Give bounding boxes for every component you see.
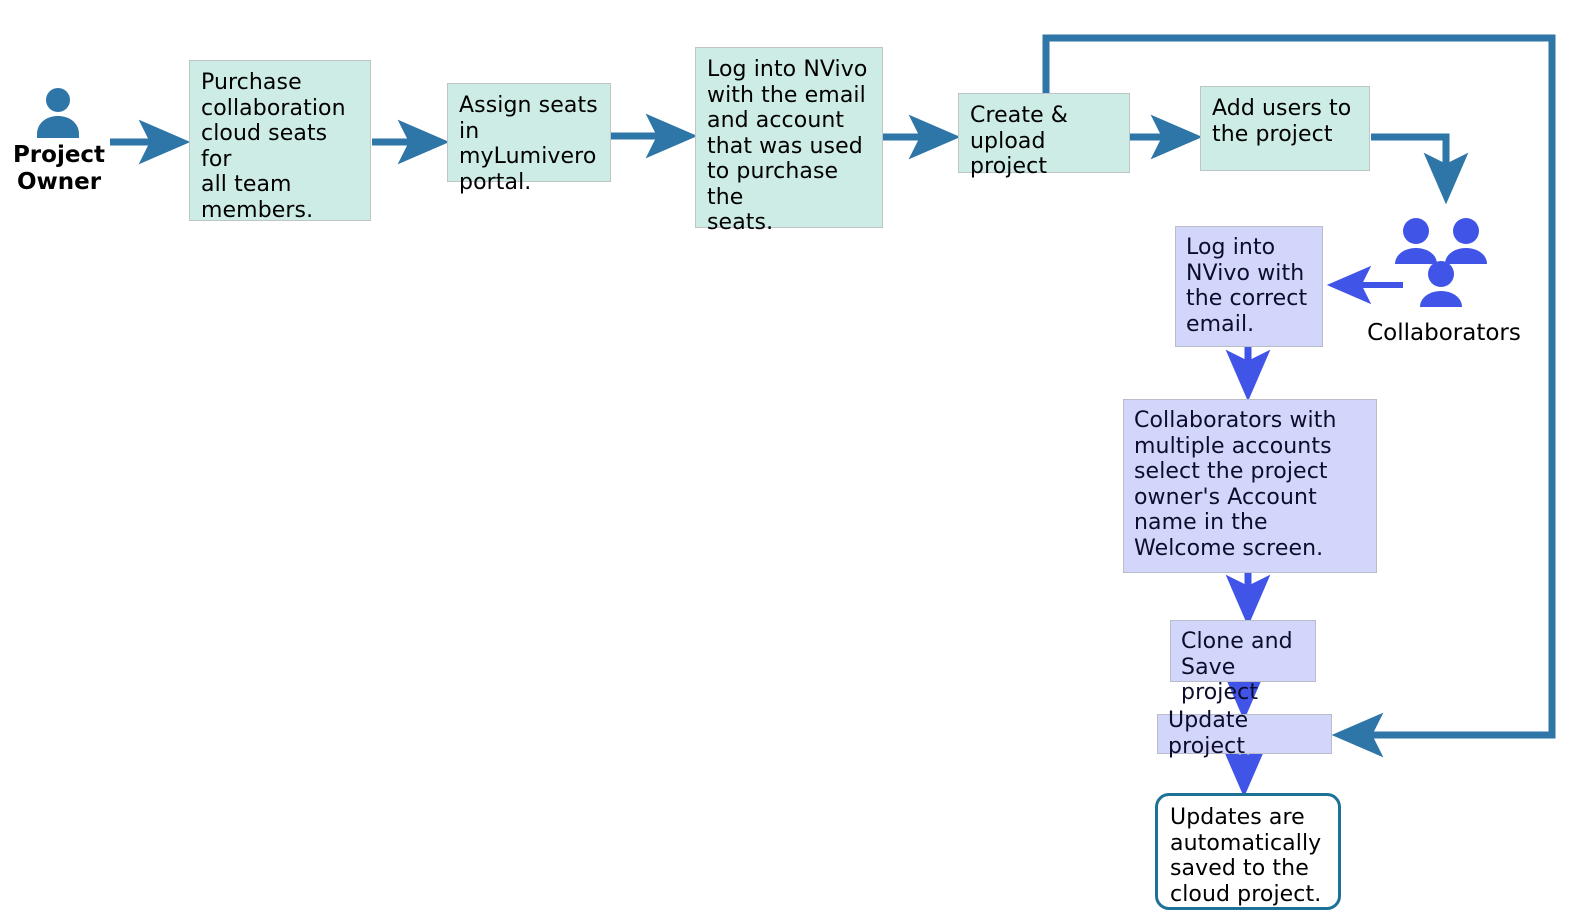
step-add-users-text: Add users to the project	[1212, 96, 1352, 147]
people-group-icon	[1395, 218, 1487, 307]
step-updates-saved-text: Updates are automatically saved to the c…	[1170, 805, 1322, 907]
project-owner-icon-wrap	[34, 86, 82, 146]
step-update-project[interactable]: Update project	[1157, 708, 1332, 759]
step-clone-save-project[interactable]: Clone and Save project	[1170, 620, 1316, 705]
step-log-in-correct-email[interactable]: Log into NVivo with the correct email.	[1175, 226, 1323, 347]
step-update-project-text: Update project	[1168, 708, 1249, 759]
step-assign-seats[interactable]: Assign seats in myLumivero portal.	[447, 83, 611, 195]
person-icon	[37, 88, 79, 138]
step-log-into-nvivo[interactable]: Log into NVivo with the email and accoun…	[695, 47, 883, 235]
connector-addusers-to-collaborators	[1371, 133, 1469, 205]
collaborators-label: Collaborators	[1367, 320, 1521, 346]
step-purchase-seats[interactable]: Purchase collaboration cloud seats for a…	[189, 60, 371, 223]
collaborators-icon-wrap	[1394, 216, 1492, 316]
step-updates-saved[interactable]: Updates are automatically saved to the c…	[1155, 793, 1341, 910]
step-assign-seats-text: Assign seats in myLumivero portal.	[459, 93, 598, 195]
step-log-in-correct-email-text: Log into NVivo with the correct email.	[1186, 235, 1308, 337]
project-owner-label: Project Owner	[12, 142, 106, 196]
step-select-account-name[interactable]: Collaborators with multiple accounts sel…	[1123, 399, 1377, 573]
step-purchase-seats-text: Purchase collaboration cloud seats for a…	[201, 70, 346, 223]
step-log-into-nvivo-text: Log into NVivo with the email and accoun…	[707, 57, 868, 236]
step-add-users[interactable]: Add users to the project	[1200, 86, 1370, 171]
step-select-account-name-text: Collaborators with multiple accounts sel…	[1134, 408, 1337, 561]
step-create-upload-project-text: Create & upload project	[970, 103, 1069, 180]
step-clone-save-project-text: Clone and Save project	[1181, 629, 1293, 706]
step-create-upload-project[interactable]: Create & upload project	[958, 93, 1130, 179]
